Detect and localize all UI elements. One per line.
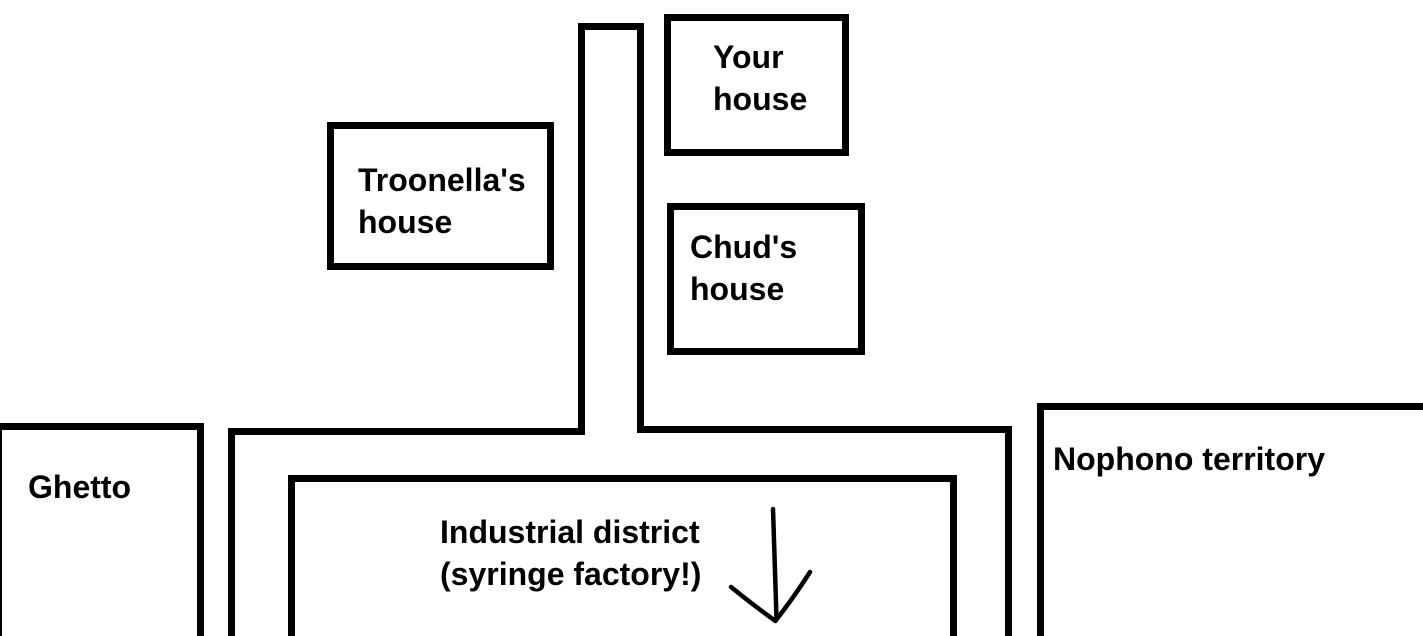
nophono-territory-label: Nophono territory: [1053, 441, 1325, 477]
ghetto-box: Ghetto: [0, 423, 204, 636]
street-outline: [228, 23, 1012, 636]
industrial-district-box: Industrial district (syringe factory!): [288, 475, 957, 636]
arrow-down-icon: [728, 506, 813, 624]
nophono-territory-box: Nophono territory: [1037, 403, 1423, 636]
your-house-box: Your house: [664, 14, 849, 156]
industrial-district-label: Industrial district (syringe factory!): [440, 514, 702, 592]
chud-house-box: Chud's house: [667, 203, 865, 355]
troonella-house-label: Troonella's house: [358, 162, 526, 240]
troonella-house-box: Troonella's house: [327, 122, 554, 270]
your-house-label: Your house: [713, 39, 808, 117]
chud-house-label: Chud's house: [690, 229, 798, 307]
ghetto-label: Ghetto: [28, 469, 132, 505]
